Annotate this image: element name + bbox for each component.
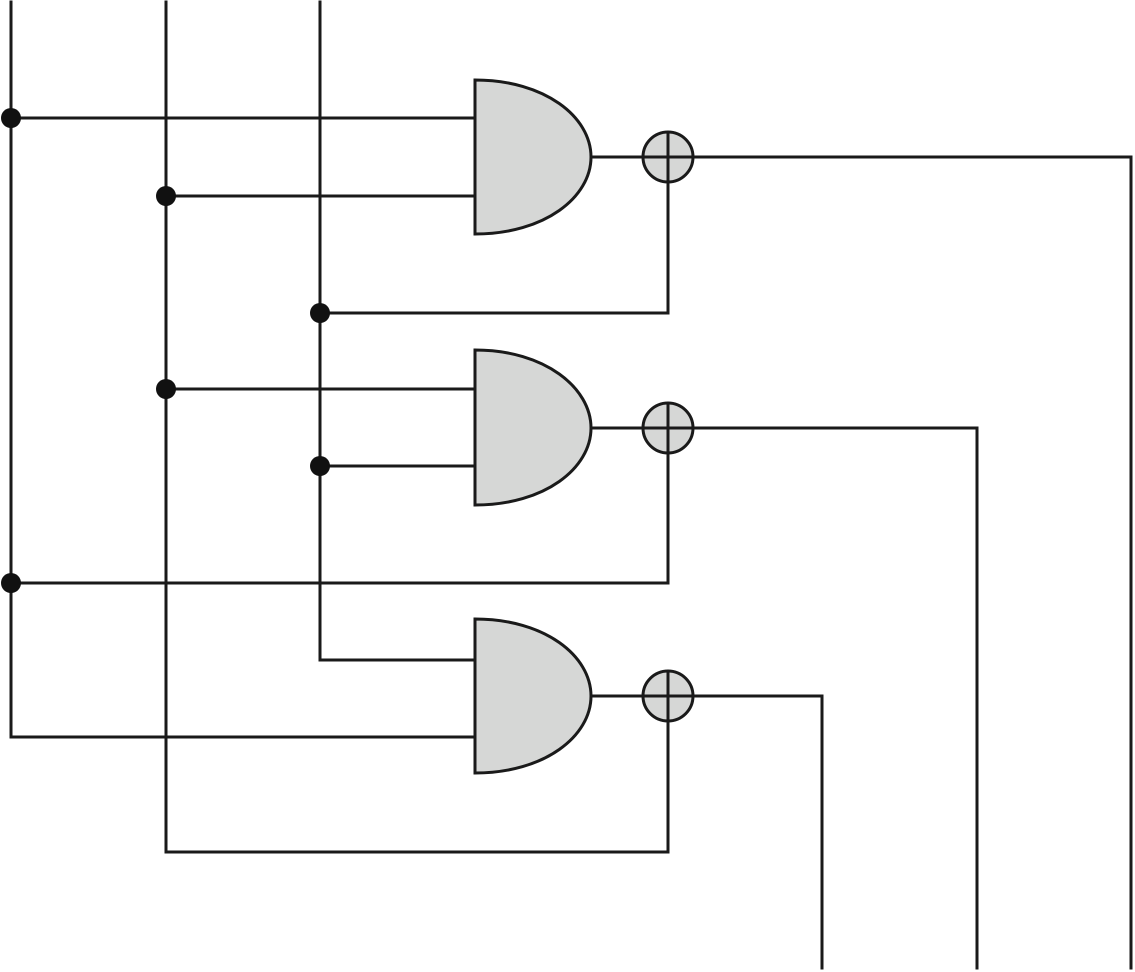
and-gate-2 xyxy=(473,348,593,507)
xor-gate-3 xyxy=(641,669,695,723)
wire-line2-to-xor3 xyxy=(164,718,670,854)
xor-gate-1 xyxy=(641,130,695,184)
wire-line1-to-xor2 xyxy=(9,450,670,585)
and-gate-1 xyxy=(473,78,593,236)
junction-dot xyxy=(156,186,176,206)
junction-dot xyxy=(1,108,21,128)
xor-gate-2 xyxy=(641,401,695,455)
junction-dot xyxy=(310,456,330,476)
wire-line3-to-xor1 xyxy=(318,179,670,315)
output-wire-3 xyxy=(691,694,824,970)
output-wire-1 xyxy=(691,155,1133,970)
junction-dot xyxy=(156,379,176,399)
junction-dot xyxy=(1,573,21,593)
output-wire-2 xyxy=(691,426,979,970)
and-gate-3 xyxy=(473,617,593,775)
junction-dot xyxy=(310,303,330,323)
